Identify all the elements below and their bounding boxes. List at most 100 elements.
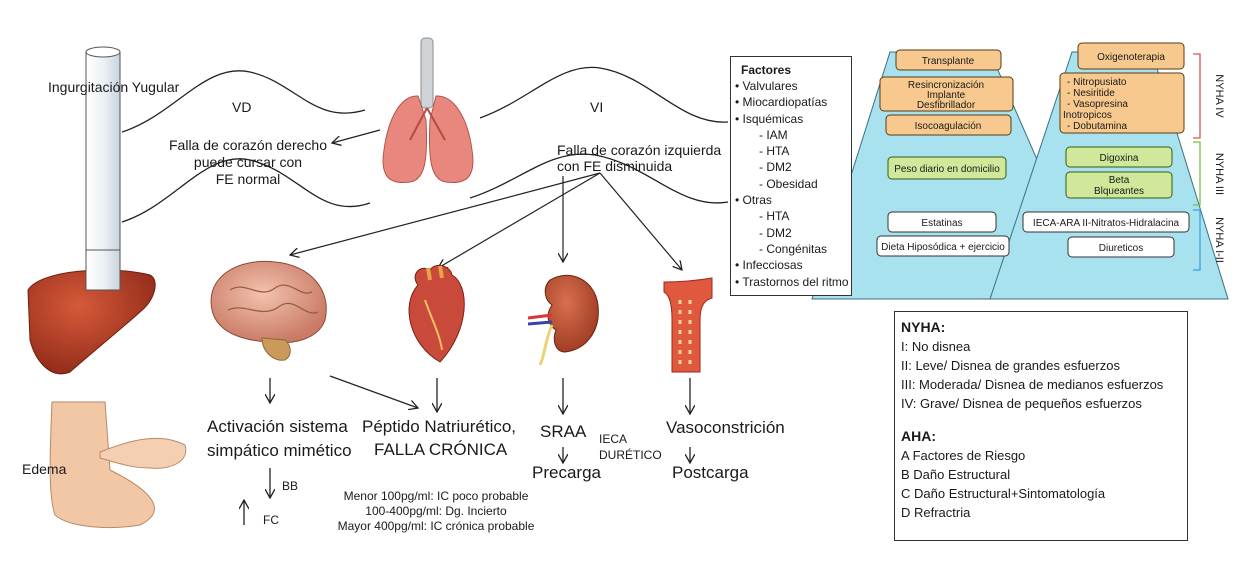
edema-label: Edema <box>22 461 67 477</box>
left-failure-text: Falla de corazón izquierda con FE dismin… <box>557 142 721 174</box>
vd-wave-band <box>121 70 371 223</box>
svg-text:FALLA CRÓNICA: FALLA CRÓNICA <box>374 440 508 459</box>
edema-foot-illustration <box>49 401 187 529</box>
aha-title: AHA: <box>901 428 936 444</box>
label-nyha-iv: NYHA IV <box>1213 74 1225 118</box>
svg-text:- Dobutamina: - Dobutamina <box>1067 121 1127 132</box>
svg-text:- Nesiritide: - Nesiritide <box>1067 88 1115 99</box>
svg-text:Transplante: Transplante <box>922 56 975 67</box>
peptide-ranges: Menor 100pg/ml: IC poco probable 100-400… <box>338 489 535 533</box>
svg-text:Diureticos: Diureticos <box>1099 243 1143 254</box>
precarga-label: Precarga <box>532 463 602 482</box>
box-beta-bloqueantes: Beta Blqueantes <box>1065 171 1173 199</box>
svg-text:Activación sistema: Activación sistema <box>207 417 348 436</box>
bracket-nyha-iv <box>1193 53 1201 139</box>
svg-text:Digoxina: Digoxina <box>1100 153 1139 164</box>
factores-box: Factores • Valvulares • Miocardiopatías … <box>730 56 852 296</box>
box-drugs: - Nitropusiato - Nesiritide - Vasopresin… <box>1059 72 1185 134</box>
svg-text:Mayor 400pg/ml: IC crónica pro: Mayor 400pg/ml: IC crónica probable <box>338 519 535 533</box>
vasoconstriction-label: Vasoconstrición <box>666 418 785 437</box>
svg-text:Dieta Hiposódica + ejercicio: Dieta Hiposódica + ejercicio <box>881 242 1005 253</box>
nyha-item: II: Leve/ Disnea de grandes esfuerzos <box>901 358 1120 373</box>
kidney-illustration <box>527 274 599 366</box>
box-resincronizacion: Resincronización Implante Desfibrillador <box>879 76 1014 112</box>
nyha-item: I: No disnea <box>901 339 971 354</box>
brain-illustration <box>210 260 327 361</box>
factor-item: • Miocardiopatías <box>735 95 828 110</box>
svg-text:Oxigenoterapia: Oxigenoterapia <box>1097 52 1165 63</box>
vd-label: VD <box>232 99 251 115</box>
svg-text:- Nitropusiato: - Nitropusiato <box>1067 77 1127 88</box>
factor-item: • Valvulares <box>735 79 798 93</box>
heart-illustration <box>408 264 465 363</box>
svg-text:DURÉTICO: DURÉTICO <box>599 447 662 462</box>
bracket-nyha-iii <box>1193 141 1201 206</box>
svg-text:puede cursar con: puede cursar con <box>194 154 302 170</box>
label-nyha-i-ii: NYHA I-II <box>1213 217 1225 263</box>
fc-label: FC <box>263 513 279 527</box>
box-dieta: Dieta Hiposódica + ejercicio <box>876 235 1010 257</box>
aha-item: D Refractria <box>901 505 971 520</box>
vi-label: VI <box>590 99 603 115</box>
label-nyha-iii: NYHA III <box>1213 153 1225 195</box>
sympathetic-text: Activación sistema simpático mimético <box>207 417 352 460</box>
sraa-label: SRAA <box>540 422 587 441</box>
svg-text:IECA: IECA <box>599 432 627 446</box>
box-oxigenoterapia: Oxigenoterapia <box>1077 42 1185 70</box>
aha-item: B Daño Estructural <box>901 467 1011 482</box>
svg-text:Resincronización: Resincronización <box>908 80 984 91</box>
svg-text:100-400pg/ml: Dg. Incierto: 100-400pg/ml: Dg. Incierto <box>365 504 507 518</box>
factor-item: - HTA <box>759 209 790 224</box>
svg-text:simpático mimético: simpático mimético <box>207 441 352 460</box>
factor-item: • Trastornos del ritmo <box>735 274 849 289</box>
svg-text:- Vasopresina: - Vasopresina <box>1067 99 1128 110</box>
liver-illustration <box>27 249 156 375</box>
box-isocoagulacion: Isocoagulación <box>885 114 1012 136</box>
svg-text:Implante: Implante <box>927 90 966 101</box>
postcarga-label: Postcarga <box>672 463 749 482</box>
svg-text:Inotropicos: Inotropicos <box>1063 110 1112 121</box>
vessel-illustration <box>663 277 713 373</box>
peptide-text: Péptido Natriurético, FALLA CRÓNICA <box>362 417 516 459</box>
svg-text:Desfibrillador: Desfibrillador <box>917 100 976 111</box>
factor-item: • Isquémicas <box>735 111 804 126</box>
aha-item: C Daño Estructural+Sintomatología <box>901 486 1106 501</box>
aha-item: A Factores de Riesgo <box>901 448 1026 463</box>
factor-item: - DM2 <box>759 160 792 175</box>
right-failure-text: Falla de corazón derecho puede cursar co… <box>169 137 327 187</box>
box-trasplante: Transplante <box>895 49 1002 71</box>
bracket-nyha-i-ii <box>1193 209 1201 271</box>
svg-text:Blqueantes: Blqueantes <box>1094 186 1144 197</box>
svg-text:Isocoagulación: Isocoagulación <box>915 121 982 132</box>
box-diureticos: Diureticos <box>1067 236 1175 258</box>
svg-text:Beta: Beta <box>1109 175 1130 186</box>
lungs-illustration <box>382 37 474 184</box>
box-estatinas: Estatinas <box>887 211 997 233</box>
vi-wave-band <box>469 66 729 204</box>
jugular-label: Ingurgitación Yugular <box>48 79 180 95</box>
ieca-diuretico-text: IECA DURÉTICO <box>599 432 662 462</box>
nyha-item: IV: Grave/ Disnea de pequeños esfuerzos <box>901 396 1142 411</box>
bb-label: BB <box>282 479 298 493</box>
factor-item: - DM2 <box>759 225 792 240</box>
svg-text:Péptido Natriurético,: Péptido Natriurético, <box>362 417 516 436</box>
svg-text:Falla de corazón derecho: Falla de corazón derecho <box>169 137 327 153</box>
factor-item: - Congénitas <box>759 241 828 256</box>
factor-item: - HTA <box>759 144 790 159</box>
nyha-item: III: Moderada/ Disnea de medianos esfuer… <box>901 377 1164 392</box>
factor-item: • Infecciosas <box>735 258 803 273</box>
factor-item: - Obesidad <box>759 176 818 191</box>
factores-list: • Valvulares • Miocardiopatías • Isquémi… <box>735 78 851 290</box>
svg-text:Falla de corazón izquierda: Falla de corazón izquierda <box>557 142 721 158</box>
svg-text:Menor 100pg/ml: IC poco probab: Menor 100pg/ml: IC poco probable <box>344 489 529 503</box>
nyha-aha-legend: NYHA: I: No disnea II: Leve/ Disnea de g… <box>894 311 1188 541</box>
factores-title: Factores <box>741 63 792 77</box>
svg-text:IECA-ARA II-Nitratos-Hidralaci: IECA-ARA II-Nitratos-Hidralacina <box>1033 218 1180 229</box>
box-peso-diario: Peso diario en domicilio <box>887 156 1007 180</box>
svg-text:FE normal: FE normal <box>216 171 281 187</box>
svg-text:Estatinas: Estatinas <box>921 218 962 229</box>
nyha-title: NYHA: <box>901 319 946 335</box>
factor-item: - IAM <box>759 127 788 142</box>
svg-text:con FE disminuida: con FE disminuida <box>557 158 672 174</box>
